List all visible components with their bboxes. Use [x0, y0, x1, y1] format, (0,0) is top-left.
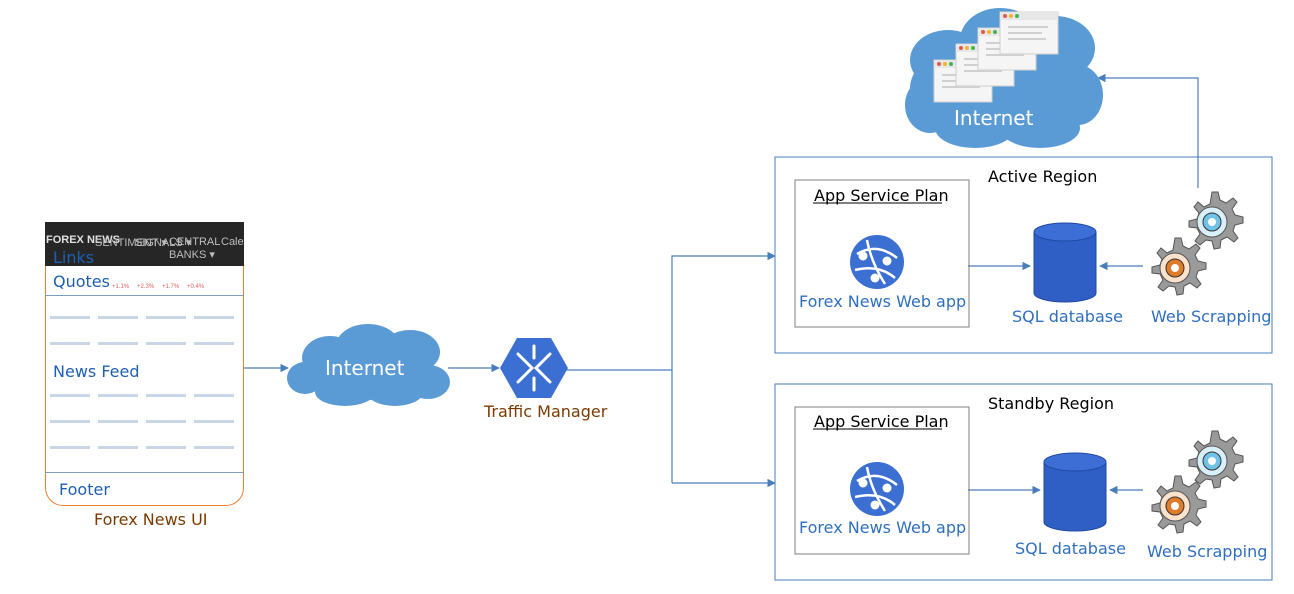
standby-app-service-plan-box: [794, 406, 970, 555]
web-pages-icon: [933, 11, 1059, 103]
active-plan-title: App Service Plan: [814, 186, 949, 205]
mockup-nav-bar: FOREX NEWS SENTIMENT ▾ SIGNALS ▾ CENTRAL…: [45, 222, 244, 266]
internet-left-label: Internet: [325, 356, 405, 380]
mockup-footer-label: Footer: [59, 480, 110, 499]
traffic-manager-icon: [500, 338, 568, 398]
standby-region-title: Standby Region: [988, 394, 1115, 413]
standby-scraper-label: Web Scrapping: [1147, 542, 1268, 561]
mockup-quotes-label: Quotes: [53, 272, 110, 291]
standby-plan-title: App Service Plan: [814, 412, 949, 431]
mockup-links-label: Links: [53, 248, 95, 267]
scraper-to-internet-arrow: [1097, 73, 1199, 188]
mockup-nav-item: SENTIMENT ▾: [95, 237, 167, 249]
standby-db-label: SQL database: [1015, 539, 1126, 558]
forex-news-ui-caption: Forex News UI: [94, 510, 208, 529]
mockup-nav-brand: FOREX NEWS: [46, 234, 120, 246]
web-app-icon: [850, 235, 904, 289]
active-scraper-label: Web Scrapping: [1151, 307, 1272, 326]
mockup-news-feed-label: News Feed: [53, 362, 140, 381]
forex-news-ui-mockup: [45, 222, 244, 506]
active-app-label: Forex News Web app: [799, 292, 967, 311]
active-app-service-plan-box: [794, 179, 970, 328]
active-region-box: [774, 156, 1273, 354]
gears-icon: [1151, 191, 1244, 296]
mockup-nav-item: Calendar: [221, 236, 244, 248]
active-db-label: SQL database: [1012, 307, 1123, 326]
active-region-title: Active Region: [988, 167, 1098, 186]
internet-cloud-left: [287, 324, 450, 406]
internet-top-label: Internet: [954, 106, 1034, 130]
sql-database-icon: [1043, 452, 1107, 532]
standby-app-label: Forex News Web app: [799, 518, 967, 537]
mockup-nav-item: SIGNALS ▾: [135, 237, 192, 249]
web-app-icon: [850, 462, 904, 516]
connector-lines: [244, 73, 1199, 495]
gears-icon: [1151, 430, 1244, 534]
traffic-manager-label: Traffic Manager: [484, 402, 608, 421]
traffic-to-active-arrow: [671, 251, 776, 483]
standby-region-box: [774, 383, 1273, 581]
sql-database-icon: [1033, 222, 1097, 303]
mockup-nav-item: CENTRAL BANKS ▾: [169, 236, 220, 261]
